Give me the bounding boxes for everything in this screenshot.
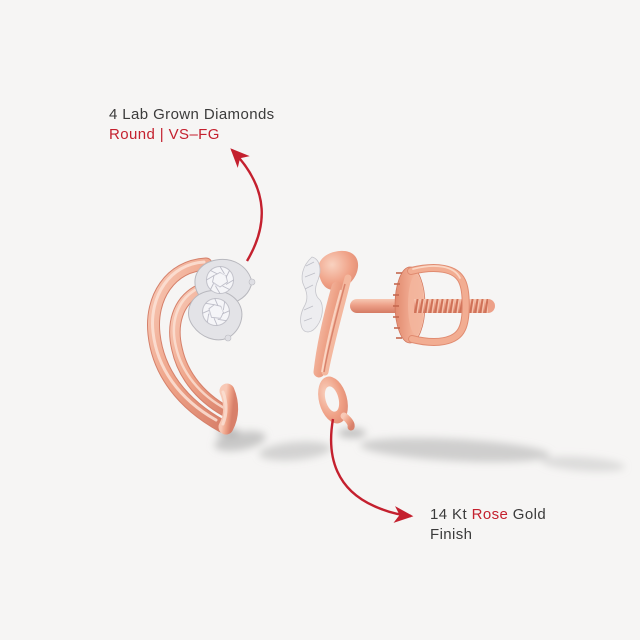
prong-upper xyxy=(248,278,256,286)
prong-lower xyxy=(224,334,232,342)
annotation-diamonds: 4 Lab Grown Diamonds Round | VS–FG xyxy=(109,105,275,145)
earring-front-view xyxy=(147,257,256,435)
front-foot-highlight xyxy=(221,390,228,426)
post-tip xyxy=(488,299,495,313)
screw-threads xyxy=(414,299,488,313)
side-bottom-loop-hole xyxy=(324,386,340,412)
clasp-loop xyxy=(408,265,469,345)
front-inner-strand-highlight xyxy=(172,288,228,411)
annotation-material: 14 Kt Rose Gold Finish xyxy=(430,505,546,545)
side-diamond-facets xyxy=(303,261,316,322)
material-label-line2: Finish xyxy=(430,526,473,543)
material-label-line1: 14 Kt Rose Gold xyxy=(430,505,546,525)
side-strand-main xyxy=(313,281,343,378)
callout-arrows xyxy=(230,148,414,523)
front-foot xyxy=(218,383,239,435)
side-strand-highlight xyxy=(321,289,342,373)
earring-side-view xyxy=(300,250,495,431)
side-diamond-strip xyxy=(300,256,323,333)
disc-knurling xyxy=(393,272,402,339)
diamond-upper xyxy=(206,266,234,294)
material-karat-text: 14 Kt xyxy=(430,506,472,523)
front-outer-strand-highlight xyxy=(151,260,218,422)
side-twist-ridge xyxy=(323,283,346,373)
side-strand-twist xyxy=(321,274,352,376)
diamonds-count-label: 4 Lab Grown Diamonds xyxy=(109,106,275,123)
material-gold-text: Gold xyxy=(508,506,547,523)
clasp-loop-highlight xyxy=(412,265,461,279)
diamonds-spec-label: Round | VS–FG xyxy=(109,126,220,143)
cast-shadows xyxy=(214,427,625,472)
side-bottom-tip xyxy=(340,412,355,431)
curved-arrow-icon-bottom xyxy=(329,418,414,523)
curved-arrow-icon-top xyxy=(230,148,263,262)
material-rose-text: Rose xyxy=(471,506,509,523)
